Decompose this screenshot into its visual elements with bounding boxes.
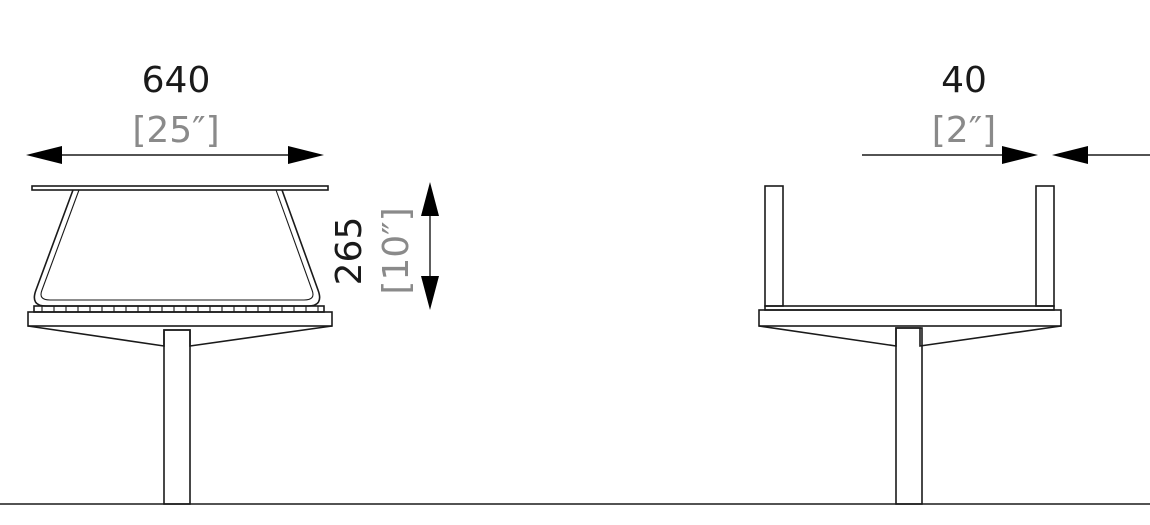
side-support-bracket: [758, 325, 1062, 347]
side-post: [895, 327, 923, 505]
side-view: [758, 185, 1062, 505]
front-view: [27, 185, 333, 505]
front-top-plate: [31, 185, 329, 191]
front-basket-inner-wire: [40, 189, 314, 301]
depth-arrow-left: [1002, 146, 1038, 164]
depth-metric-label: 40: [941, 60, 987, 101]
height-metric-label: 265: [329, 217, 370, 286]
width-arrow-left: [26, 146, 62, 164]
front-post: [163, 329, 191, 505]
height-dimension: 265 [10″]: [329, 182, 439, 310]
depth-dimension: 40 [2″]: [862, 60, 1150, 164]
side-tray: [758, 309, 1062, 327]
height-arrow-bottom: [421, 276, 439, 310]
side-left-upright: [764, 185, 784, 307]
front-basket-outer-wire: [33, 189, 321, 307]
width-arrow-right: [288, 146, 324, 164]
width-metric-label: 640: [142, 60, 211, 101]
width-imperial-label: [25″]: [132, 110, 219, 151]
width-dimension: 640 [25″]: [26, 60, 324, 164]
front-tray: [27, 311, 333, 327]
depth-arrow-right: [1052, 146, 1088, 164]
depth-imperial-label: [2″]: [932, 110, 996, 151]
front-grate-bars: [41, 306, 319, 312]
height-arrow-top: [421, 182, 439, 216]
front-support-bracket: [27, 325, 333, 347]
side-right-upright: [1035, 185, 1055, 307]
height-imperial-label: [10″]: [376, 207, 417, 294]
